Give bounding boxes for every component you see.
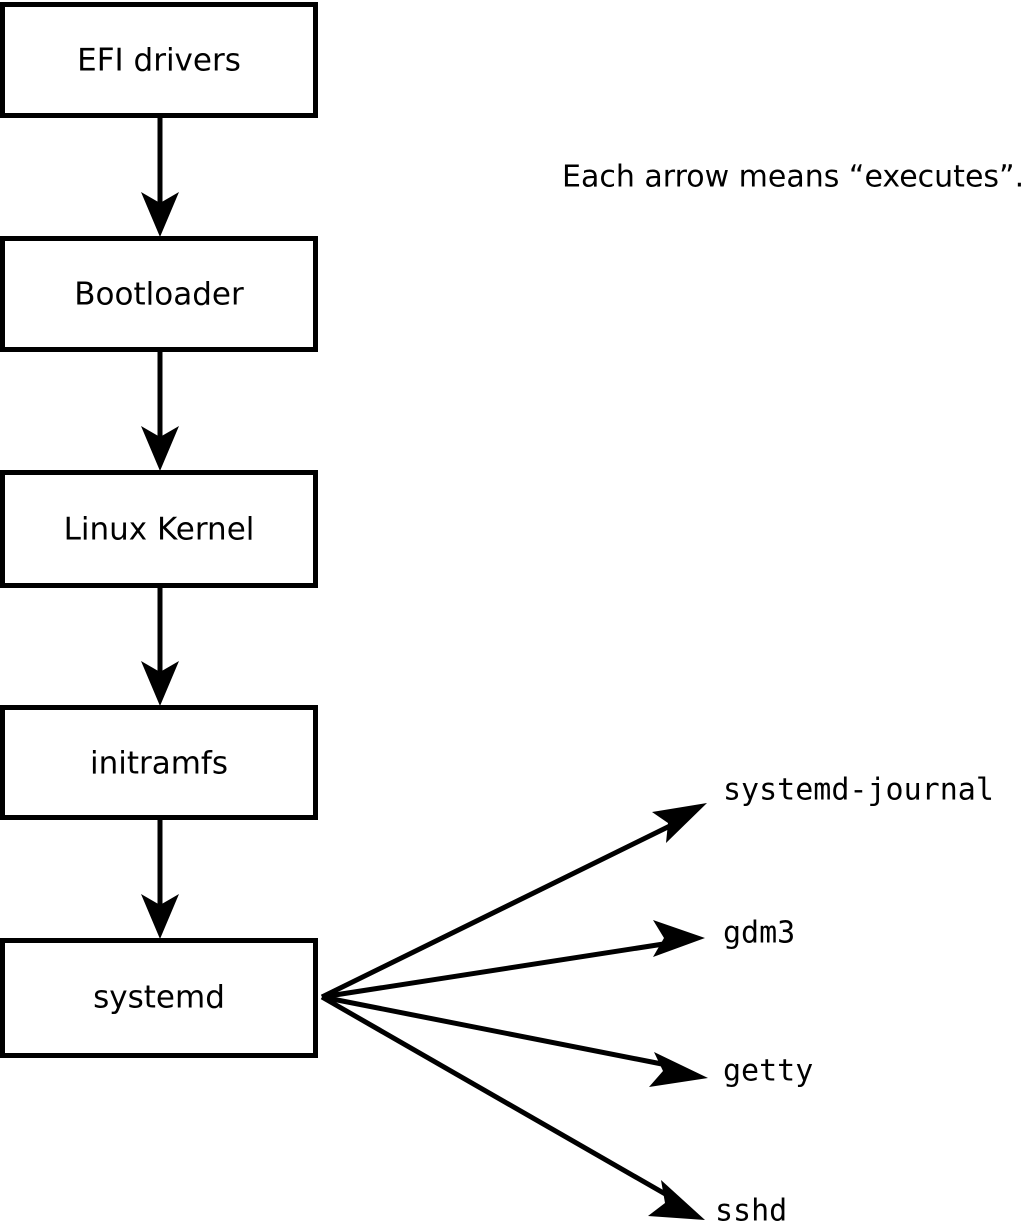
arrow-head-icon xyxy=(141,192,179,237)
arrow-shaft xyxy=(320,819,680,1000)
node-box xyxy=(0,2,318,118)
node-label: systemd xyxy=(93,980,225,1016)
node-label: EFI drivers xyxy=(77,43,241,79)
node-label: Bootloader xyxy=(74,277,244,313)
arrow-systemd-to-sshd xyxy=(320,994,705,1220)
arrow-shaft xyxy=(321,940,671,1000)
service-label-systemd-journal: systemd-journal xyxy=(723,773,994,808)
service-label-gdm3: gdm3 xyxy=(723,916,795,951)
arrow-head-icon xyxy=(649,1052,708,1087)
node-box xyxy=(0,236,318,352)
node-systemd: systemd xyxy=(0,938,318,1058)
arrow-systemd-to-getty xyxy=(321,994,708,1087)
node-efi-drivers: EFI drivers xyxy=(0,2,318,118)
node-linux-kernel: Linux Kernel xyxy=(0,470,318,588)
service-label-getty: getty xyxy=(723,1054,813,1089)
arrow-head-icon xyxy=(652,803,707,843)
arrow-initramfs-to-systemd xyxy=(141,820,179,939)
service-label-sshd: sshd xyxy=(715,1194,787,1229)
node-box xyxy=(0,470,318,588)
arrow-head-icon xyxy=(648,1180,705,1220)
arrow-shaft xyxy=(320,994,669,1198)
arrow-kernel-to-initramfs xyxy=(141,588,179,706)
arrow-efi-to-bootloader xyxy=(141,118,179,237)
node-box xyxy=(0,705,318,820)
node-label: initramfs xyxy=(90,746,228,782)
arrow-bootloader-to-kernel xyxy=(141,352,179,471)
node-label: Linux Kernel xyxy=(64,512,255,548)
diagram-caption: Each arrow means “executes”. xyxy=(562,160,1023,195)
arrow-head-icon xyxy=(141,894,179,939)
node-box xyxy=(0,938,318,1058)
arrow-systemd-to-systemd-journal xyxy=(320,803,707,1000)
node-bootloader: Bootloader xyxy=(0,236,318,352)
arrow-shaft xyxy=(321,994,673,1069)
node-initramfs: initramfs xyxy=(0,705,318,820)
arrow-systemd-to-gdm3 xyxy=(321,920,705,1000)
arrow-head-icon xyxy=(653,920,705,957)
arrow-head-icon xyxy=(141,661,179,706)
arrow-head-icon xyxy=(141,426,179,471)
